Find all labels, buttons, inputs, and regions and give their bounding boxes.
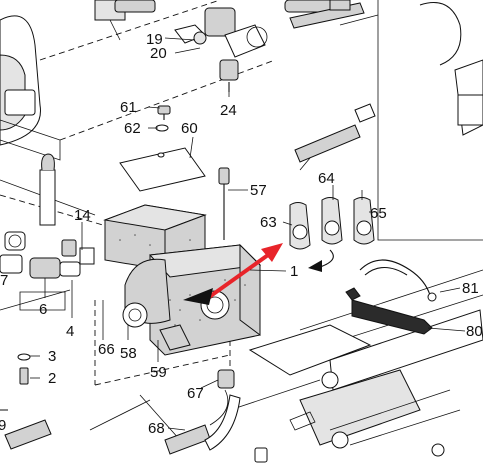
callout-19: 19 [146,31,163,48]
frame-lines [0,0,483,441]
callout-68: 68 [148,420,165,437]
callout-24: 24 [220,102,237,119]
callout-67: 67 [187,385,204,402]
callout-80: 80 [466,323,483,340]
callout-63: 63 [260,214,277,231]
callout-64: 64 [318,170,335,187]
callout-9: 9 [0,417,6,434]
rotation-arrow [308,249,334,272]
right-hoses [294,2,483,171]
callout-14: 14 [74,207,91,224]
callouts: 19 20 24 61 62 60 57 64 63 65 14 1 81 80… [0,31,483,437]
callout-58: 58 [120,345,137,362]
callout-66: 66 [98,341,115,358]
callout-65: 65 [370,205,387,222]
sticker-labels [289,197,375,250]
callout-6: 6 [39,301,47,318]
pump-body [4,105,262,455]
leader-lines [30,37,466,431]
top-hose-assembly [0,0,379,161]
callout-1: 1 [290,263,298,280]
callout-59: 59 [150,364,167,381]
callout-7: 7 [0,272,8,289]
callout-81: 81 [462,280,479,297]
callout-4: 4 [66,323,74,340]
left-fittings [0,153,95,411]
callout-57: 57 [250,182,267,199]
callout-20: 20 [150,45,167,62]
highlight-arrow [183,243,283,305]
callout-62: 62 [124,120,141,137]
chassis [248,259,483,463]
callout-3: 3 [48,348,56,365]
callout-2: 2 [48,370,56,387]
callout-61: 61 [120,99,137,116]
callout-60: 60 [181,120,198,137]
